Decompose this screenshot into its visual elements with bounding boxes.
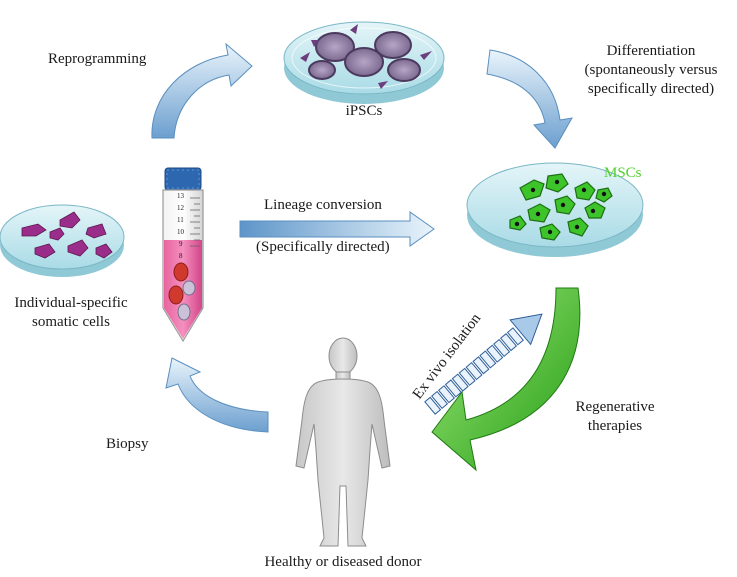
tube-scale-mark: 13 xyxy=(177,192,184,200)
reprogramming-arrow xyxy=(151,42,253,139)
lineage-conversion-arrow xyxy=(239,211,435,247)
reprogramming-label: Reprogramming xyxy=(48,51,147,67)
tube-scale-mark: 9 xyxy=(179,240,183,248)
biopsy-label: Biopsy xyxy=(106,436,149,452)
tube-scale-mark: 11 xyxy=(177,216,184,224)
ex-vivo-isolation-arrow xyxy=(424,313,543,415)
lineage-conversion-label: Lineage conversion xyxy=(264,197,382,213)
donor-label: Healthy or diseased donor xyxy=(264,554,422,570)
somatic-cells xyxy=(21,211,113,259)
sample-tube xyxy=(162,167,204,343)
ipscs-label: iPSCs xyxy=(345,103,383,119)
differentiation-label: Differentiation (spontaneously versus sp… xyxy=(584,43,718,97)
differentiation-arrow xyxy=(486,49,573,149)
somatic-dish xyxy=(0,204,125,277)
msc-cells xyxy=(509,173,613,241)
ipsc-colonies xyxy=(300,24,432,89)
donor-figure xyxy=(295,337,391,547)
biopsy-arrow xyxy=(165,357,269,433)
tube-scale-mark: 12 xyxy=(177,204,184,212)
mscs-label: MSCs xyxy=(604,165,642,181)
tube-scale-mark: 8 xyxy=(179,252,183,260)
individual-specific-label: Individual-specific somatic cells xyxy=(14,295,128,330)
tube-scale-mark: 10 xyxy=(177,228,184,236)
regenerative-therapies-arrow xyxy=(431,287,581,472)
ipsc-dish xyxy=(283,21,445,104)
msc-dish xyxy=(466,162,644,257)
regenerative-therapies-label: Regenerative therapies xyxy=(575,399,655,434)
specifically-directed-label: (Specifically directed) xyxy=(256,239,390,255)
